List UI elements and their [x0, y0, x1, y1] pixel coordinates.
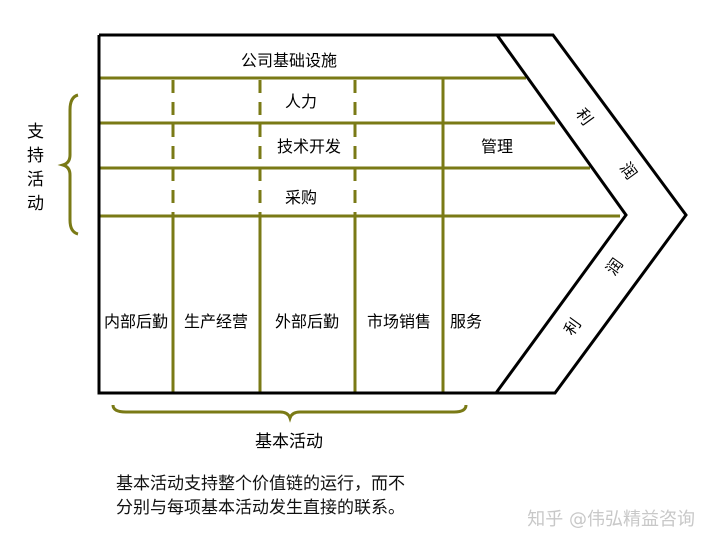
primary-marketing: 市场销售 [367, 312, 431, 331]
primary-brace [111, 404, 468, 423]
margin-lower-1: 利 [560, 315, 585, 339]
note: 基本活动支持整个价值链的运行，而不 分别与每项基本活动发生直接的联系。 [116, 472, 405, 520]
margin-upper-1: 利 [572, 105, 597, 129]
row-hr: 人力 [285, 92, 317, 111]
dividers [99, 76, 620, 393]
note-line-2: 分别与每项基本活动发生直接的联系。 [116, 498, 405, 518]
outer-chevron [97, 33, 688, 395]
inner-chevron [494, 34, 628, 394]
dashed-dividers [171, 80, 357, 216]
primary-label: 基本活动 [255, 432, 323, 452]
margin-upper-2: 润 [616, 159, 641, 183]
primary-service: 服务 [450, 312, 482, 331]
outline [97, 33, 688, 395]
support-label: 支持活动 [23, 122, 43, 218]
watermark: 知乎 @伟弘精益咨询 [527, 509, 695, 530]
row-procurement: 采购 [285, 188, 317, 207]
management-label: 管理 [481, 137, 513, 156]
primary-outbound: 外部后勤 [275, 312, 339, 331]
support-brace [57, 93, 79, 236]
primary-inbound: 内部后勤 [104, 312, 168, 331]
note-line-1: 基本活动支持整个价值链的运行，而不 [116, 474, 405, 494]
primary-operations: 生产经营 [184, 312, 248, 331]
row-tech: 技术开发 [277, 137, 341, 156]
margin-lower-2: 润 [602, 255, 627, 279]
row-infrastructure: 公司基础设施 [241, 51, 337, 70]
